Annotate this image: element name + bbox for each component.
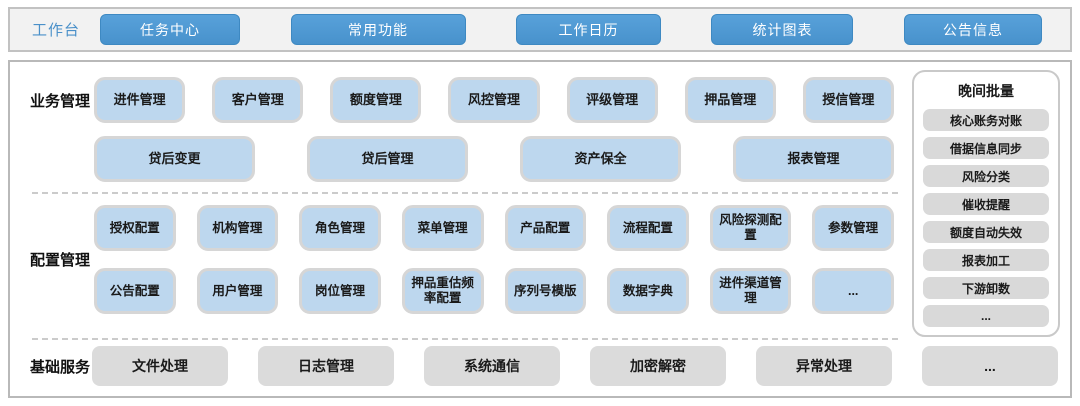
content-area: 业务管理 进件管理客户管理额度管理风控管理评级管理押品管理授信管理 贷后变更贷后… — [10, 62, 906, 342]
module-box[interactable]: 角色管理 — [299, 205, 381, 251]
module-box[interactable]: 产品配置 — [504, 205, 587, 251]
services-row: 文件处理日志管理系统通信加密解密异常处理... — [90, 346, 1070, 386]
batch-item[interactable]: 催收提醒 — [923, 193, 1049, 215]
module-box[interactable]: 数据字典 — [607, 268, 689, 314]
main-upper-area: 业务管理 进件管理客户管理额度管理风控管理评级管理押品管理授信管理 贷后变更贷后… — [10, 62, 1070, 342]
workbench-buttons: 任务中心 常用功能 工作日历 统计图表 公告信息 — [80, 14, 1042, 45]
batch-item[interactable]: 下游卸数 — [923, 277, 1049, 299]
module-box[interactable]: 流程配置 — [607, 205, 689, 251]
workbench-label: 工作台 — [32, 22, 81, 39]
section-business: 业务管理 进件管理客户管理额度管理风控管理评级管理押品管理授信管理 贷后变更贷后… — [10, 62, 906, 191]
section-label-config: 配置管理 — [30, 252, 91, 269]
batch-item[interactable]: 借据信息同步 — [923, 137, 1049, 159]
business-row-2: 贷后变更 贷后管理 资产保全 报表管理 — [94, 136, 894, 182]
module-box[interactable]: 资产保全 — [520, 136, 681, 182]
section-config: 配置管理 授权配置机构管理角色管理菜单管理产品配置流程配置风险探测配置参数管理 … — [10, 194, 906, 325]
section-divider — [32, 338, 898, 340]
service-box[interactable]: 加密解密 — [590, 346, 726, 386]
workbench-button[interactable]: 常用功能 — [290, 14, 466, 45]
module-box[interactable]: 进件渠道管理 — [709, 268, 792, 314]
night-batch-panel: 晚间批量 核心账务对账借据信息同步风险分类催收提醒额度自动失效报表加工下游卸数.… — [912, 70, 1060, 337]
module-box[interactable]: 报表管理 — [733, 136, 894, 182]
batch-item[interactable]: ... — [923, 305, 1049, 327]
workbench-button[interactable]: 任务中心 — [100, 14, 241, 45]
module-box[interactable]: 押品重估频率配置 — [401, 268, 484, 314]
service-box[interactable]: 系统通信 — [424, 346, 560, 386]
module-box[interactable]: 机构管理 — [196, 205, 279, 251]
batch-item[interactable]: 报表加工 — [923, 249, 1049, 271]
module-box[interactable]: 评级管理 — [566, 77, 658, 123]
module-box[interactable]: 进件管理 — [94, 77, 186, 123]
module-box[interactable]: 押品管理 — [684, 77, 776, 123]
section-divider — [32, 192, 898, 194]
module-box[interactable]: 额度管理 — [330, 77, 422, 123]
module-box[interactable]: 用户管理 — [196, 268, 279, 314]
section-label-services: 基础服务 — [30, 358, 91, 376]
night-batch-items: 核心账务对账借据信息同步风险分类催收提醒额度自动失效报表加工下游卸数... — [923, 109, 1049, 327]
business-rows: 进件管理客户管理额度管理风控管理评级管理押品管理授信管理 贷后变更 贷后管理 资产保… — [90, 62, 906, 191]
business-row-1: 进件管理客户管理额度管理风控管理评级管理押品管理授信管理 — [94, 77, 894, 123]
service-box[interactable]: 异常处理 — [756, 346, 892, 386]
module-box[interactable]: 公告配置 — [94, 268, 176, 314]
service-box[interactable]: 文件处理 — [92, 346, 228, 386]
module-box[interactable]: 授信管理 — [802, 77, 894, 123]
module-box[interactable]: 参数管理 — [812, 205, 894, 251]
section-label-business: 业务管理 — [30, 92, 91, 110]
config-row-1: 授权配置机构管理角色管理菜单管理产品配置流程配置风险探测配置参数管理 — [94, 205, 894, 251]
main-panel: 业务管理 进件管理客户管理额度管理风控管理评级管理押品管理授信管理 贷后变更贷后… — [8, 60, 1072, 398]
module-box[interactable]: 授权配置 — [94, 205, 176, 251]
workbench-bar: 工作台 任务中心 常用功能 工作日历 统计图表 公告信息 — [8, 7, 1072, 52]
module-box[interactable]: 客户管理 — [212, 77, 304, 123]
module-box[interactable]: 风控管理 — [448, 77, 540, 123]
batch-item[interactable]: 风险分类 — [923, 165, 1049, 187]
module-box[interactable]: 贷后变更 — [94, 136, 255, 182]
section-services: 基础服务 文件处理日志管理系统通信加密解密异常处理... — [10, 342, 1070, 396]
batch-item[interactable]: 核心账务对账 — [923, 109, 1049, 131]
workbench-button[interactable]: 公告信息 — [903, 14, 1042, 45]
workbench-button[interactable]: 统计图表 — [711, 14, 854, 45]
service-box[interactable]: ... — [922, 346, 1058, 386]
batch-item[interactable]: 额度自动失效 — [923, 221, 1049, 243]
service-box[interactable]: 日志管理 — [258, 346, 394, 386]
config-row-2: 公告配置用户管理岗位管理押品重估频率配置序列号模版数据字典进件渠道管理... — [94, 268, 894, 314]
module-box[interactable]: 菜单管理 — [401, 205, 484, 251]
module-box[interactable]: ... — [812, 268, 894, 314]
module-box[interactable]: 岗位管理 — [299, 268, 381, 314]
module-box[interactable]: 贷后管理 — [307, 136, 468, 182]
night-batch-title: 晚间批量 — [958, 83, 1014, 99]
config-rows: 授权配置机构管理角色管理菜单管理产品配置流程配置风险探测配置参数管理 公告配置用… — [90, 194, 906, 325]
workbench-button[interactable]: 工作日历 — [515, 14, 661, 45]
module-box[interactable]: 风险探测配置 — [709, 205, 792, 251]
module-box[interactable]: 序列号模版 — [504, 268, 587, 314]
